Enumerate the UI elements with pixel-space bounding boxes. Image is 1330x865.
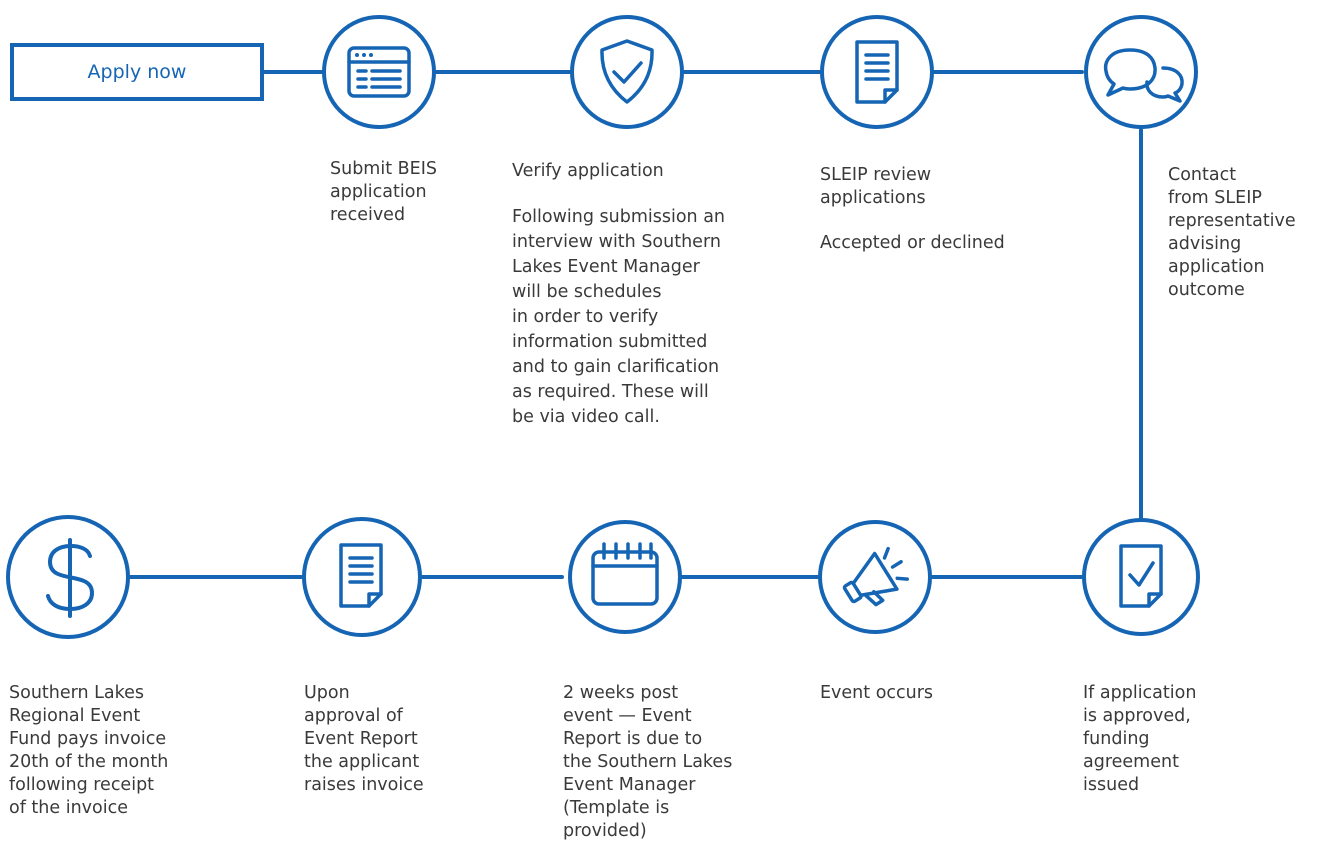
step-circle bbox=[820, 15, 934, 129]
step-circle bbox=[6, 515, 130, 639]
calendar-icon bbox=[591, 542, 659, 606]
step-node-invoice bbox=[302, 517, 422, 637]
document-icon bbox=[855, 40, 899, 104]
step-circle bbox=[302, 517, 422, 637]
speech-bubbles-icon bbox=[1103, 48, 1184, 103]
step-node-verify bbox=[570, 15, 684, 129]
step-node-submit bbox=[322, 15, 436, 129]
step-title-review: SLEIP review applications bbox=[820, 165, 932, 208]
step-circle bbox=[818, 520, 932, 634]
step-node-contact bbox=[1084, 15, 1198, 129]
shield-check-icon bbox=[600, 39, 654, 104]
step-circle bbox=[1084, 15, 1198, 129]
step-description-review: Accepted or declined bbox=[820, 233, 1005, 253]
step-title-submit: Submit BEIS application received bbox=[330, 159, 437, 225]
document-icon bbox=[339, 543, 383, 608]
step-title-contact: Contact from SLEIP representative advisi… bbox=[1168, 165, 1296, 300]
step-title-event: Event occurs bbox=[820, 683, 934, 703]
step-title-report: 2 weeks post event — Event Report is due… bbox=[563, 683, 733, 841]
step-node-agreement bbox=[1082, 518, 1200, 636]
dollar-icon bbox=[46, 538, 94, 618]
document-check-icon bbox=[1119, 544, 1163, 608]
step-title-agreement: If application is approved, funding agre… bbox=[1083, 683, 1197, 795]
step-title-verify: Verify application bbox=[512, 161, 664, 181]
step-title-payment: Southern Lakes Regional Event Fund pays … bbox=[9, 683, 169, 818]
megaphone-icon bbox=[842, 546, 909, 607]
step-circle bbox=[1082, 518, 1200, 636]
flow-connectors bbox=[126, 70, 1143, 579]
step-node-report bbox=[568, 520, 682, 634]
step-description-verify: Following submission an interview with S… bbox=[512, 207, 726, 427]
step-node-event bbox=[818, 520, 932, 634]
step-node-payment bbox=[6, 515, 130, 639]
browser-window-icon bbox=[347, 46, 411, 98]
step-circle bbox=[568, 520, 682, 634]
step-circle bbox=[570, 15, 684, 129]
step-circle bbox=[322, 15, 436, 129]
step-title-invoice: Upon approval of Event Report the applic… bbox=[304, 683, 424, 795]
apply-now-button[interactable]: Apply now bbox=[10, 43, 264, 101]
step-node-review bbox=[820, 15, 934, 129]
